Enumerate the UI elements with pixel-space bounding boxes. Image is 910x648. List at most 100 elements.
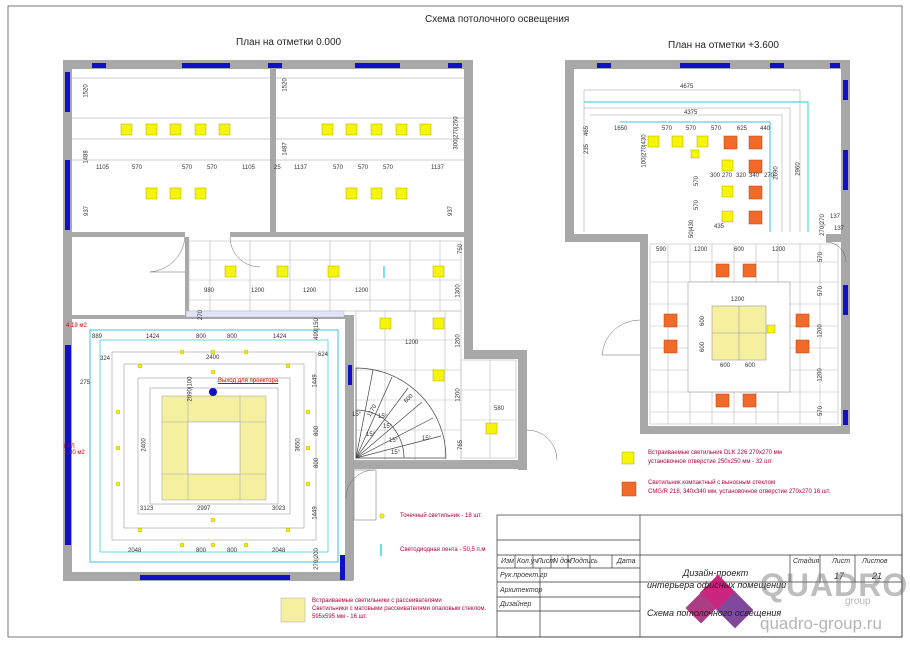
dim-label: 570 [711,126,722,132]
dim-label: 570 [818,251,825,263]
stamp-role: Рук.проект.гр [500,572,548,579]
dim-label: 570 [686,126,697,132]
dim-label: 3123 [140,506,154,512]
title-block-lines [496,514,903,638]
dim-label: 465 [584,125,591,137]
dim-label: 100|270|430 [641,134,648,168]
dim-label: 625 [737,126,748,132]
area-label: 4.19 м2 [66,323,87,329]
dlk-lights-left [120,123,498,435]
dim-label: 600 [720,363,731,369]
dim-label: 270|200 [313,548,320,570]
dim-label: 800 [196,334,207,340]
dim-label: 570 [818,285,825,297]
dim-label: 1300 [455,284,462,298]
dim-label: 324 [100,356,111,362]
dim-label: 800 [227,548,238,554]
stamp-sheets-no: 21 [872,571,883,581]
legend-cmg-2: CMG/R 218, 340х340 мм, установочное отве… [648,489,831,495]
right-led-lines [584,101,809,232]
dim-label: 15° [391,450,401,456]
dim-label: 570 [694,199,701,211]
dim-label: 499|150 [313,318,320,340]
watermark-url: quadro-group.ru [760,614,882,633]
dim-label: 2400 [206,355,220,361]
stamp-header: N док [553,558,572,565]
dim-label: 1105 [242,165,255,171]
dim-label: 570 [818,405,825,417]
stamp-sheet-no: 17 [834,571,845,581]
dim-label: 1487 [282,142,289,156]
legend-dlk-2: установочное отверстие 250х250 мм - 32 ш… [648,459,773,465]
dim-label: 1200 [817,368,824,382]
dim-label: 275 [80,380,91,386]
dim-label: 570 [383,165,394,171]
dim-label: 137 [830,214,841,220]
stamp-project-1: Дизайн-проект [683,568,749,578]
dim-label: 1200 [455,334,462,348]
spiral-stair [355,367,447,459]
watermark-sub: group [845,596,871,607]
led-strip-marks [380,266,385,556]
stamp-sheet-name: Схема потолочного освещения [647,608,782,618]
legend-embedded-1: Встраиваемые светильники с рассеивателям… [312,598,442,604]
legend-cmg: Светильник компактный с выносным стеклом [648,480,776,486]
dim-label: 15° [378,414,388,420]
dim-label: 300 [710,173,721,179]
dim-label: 1488 [83,150,90,164]
dim-label: 937 [84,205,91,217]
dim-label: 50|430 [689,219,696,239]
dim-label: 435 [714,224,725,230]
dim-label: 1200 [405,340,419,346]
dim-label: 3023 [272,506,286,512]
stamp-role: Архитектор [500,587,543,594]
stamp-header: Дата [617,558,636,565]
dim-label: 1520 [282,78,289,92]
dim-label: 570 [207,165,218,171]
stamp-sheets-header: Листов [862,558,888,565]
dim-label: 1424 [273,334,287,340]
dim-label: 624 [318,352,329,358]
dim-label: 2400 [141,438,148,452]
dim-label: 25 [274,165,281,171]
projector-label: Выход для проектора [218,378,279,384]
doors-right [601,241,847,356]
dim-label: 2048 [272,548,286,554]
stamp-stage-header: Стадия [793,558,820,565]
dim-label: 1520 [83,84,90,98]
left-plan-label: План на отметки 0.000 [236,37,342,48]
dim-label: 1200 [817,324,824,338]
dim-label: 270|270 [819,214,826,236]
dim-label: 270 [764,173,775,179]
legend-led: Светодиодная лента - 50,5 п.м [400,547,486,553]
dim-label: 2690 [773,166,780,180]
dim-label: 235 [584,143,591,155]
dim-label: 889 [92,334,103,340]
stamp-header: Лист [537,558,556,565]
dim-label: 4675 [680,84,694,90]
dim-label: 1200 [303,288,317,294]
dim-label: 340 [749,173,760,179]
right-plan-windows [597,63,848,425]
dim-label: 137 [834,226,845,232]
dim-label: 980 [204,288,215,294]
dim-label: 570 [182,165,193,171]
dim-label: 600 [734,247,745,253]
dim-label: 937 [448,205,455,217]
dim-label: 1424 [146,334,160,340]
right-center-panel [687,281,791,393]
dim-label: 1105 [96,165,109,171]
dim-label: 320 [736,173,747,179]
right-upper-ceiling-lines [583,89,801,232]
dim-label: 600 [700,341,707,353]
right-plan-label: План на отметки +3.600 [668,40,779,51]
dim-label: 570 [694,175,701,187]
dim-label: 800 [314,425,321,437]
dim-label: 600 [700,315,707,327]
dim-label: 600 [745,363,756,369]
legend-embedded-2: Светильники с матовыми рассеивателями оп… [312,606,487,612]
sheet-title: Схема потолочного освещения [425,14,570,25]
dim-label: 1137 [294,165,307,171]
dlk-lights-right [647,135,776,334]
